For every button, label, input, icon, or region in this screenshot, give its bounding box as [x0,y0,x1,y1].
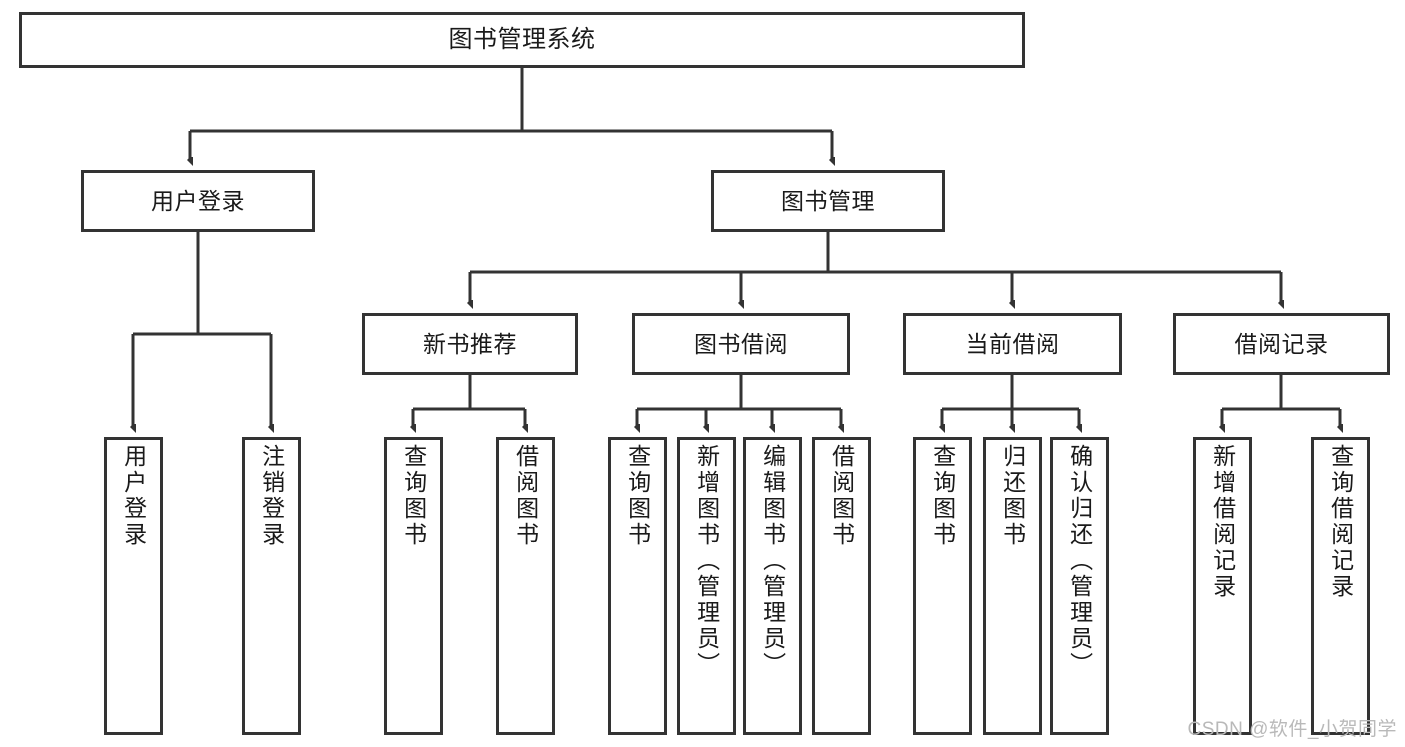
node-book-manage[interactable]: 图书管理 [711,170,945,232]
leaf-add-book[interactable]: 新增图书（管理员） [677,437,736,735]
leaf-borrow-book-1[interactable]: 借阅图书 [496,437,555,735]
leaf-return-book[interactable]: 归还图书 [983,437,1042,735]
leaf-query-record-label: 查询借阅记录 [1327,444,1354,600]
node-new-book-rec[interactable]: 新书推荐 [362,313,578,375]
leaf-return-book-label: 归还图书 [999,444,1026,548]
leaf-confirm-return-label: 确认归还（管理员） [1066,444,1093,678]
node-borrow-record[interactable]: 借阅记录 [1173,313,1390,375]
leaf-user-login[interactable]: 用户登录 [104,437,163,735]
node-new-book-rec-label: 新书推荐 [423,330,517,357]
node-root[interactable]: 图书管理系统 [19,12,1025,68]
leaf-query-book-2[interactable]: 查询图书 [608,437,667,735]
leaf-user-logout-label: 注销登录 [258,444,285,548]
leaf-user-login-label: 用户登录 [120,444,147,548]
leaf-add-record[interactable]: 新增借阅记录 [1193,437,1252,735]
node-root-label: 图书管理系统 [448,26,596,54]
leaf-user-logout[interactable]: 注销登录 [242,437,301,735]
leaf-borrow-book-1-label: 借阅图书 [512,444,539,548]
watermark-text: CSDN @软件_小贺同学 [1187,719,1397,740]
node-current-borrow[interactable]: 当前借阅 [903,313,1122,375]
node-user-login-label: 用户登录 [151,187,245,214]
node-book-borrow-label: 图书借阅 [694,330,788,357]
leaf-add-record-label: 新增借阅记录 [1209,444,1236,600]
leaf-query-book-3-label: 查询图书 [929,444,956,548]
leaf-query-record[interactable]: 查询借阅记录 [1311,437,1370,735]
leaf-edit-book-label: 编辑图书（管理员） [759,444,786,678]
node-user-login[interactable]: 用户登录 [81,170,315,232]
leaf-edit-book[interactable]: 编辑图书（管理员） [743,437,802,735]
node-current-borrow-label: 当前借阅 [965,330,1060,357]
node-book-manage-label: 图书管理 [781,187,875,214]
leaf-query-book-2-label: 查询图书 [624,444,651,548]
leaf-query-book-1[interactable]: 查询图书 [384,437,443,735]
node-borrow-record-label: 借阅记录 [1234,330,1329,357]
leaf-borrow-book-2-label: 借阅图书 [828,444,855,548]
leaf-confirm-return[interactable]: 确认归还（管理员） [1050,437,1109,735]
leaf-query-book-1-label: 查询图书 [400,444,427,548]
leaf-add-book-label: 新增图书（管理员） [693,444,720,678]
node-book-borrow[interactable]: 图书借阅 [632,313,850,375]
leaf-query-book-3[interactable]: 查询图书 [913,437,972,735]
leaf-borrow-book-2[interactable]: 借阅图书 [812,437,871,735]
